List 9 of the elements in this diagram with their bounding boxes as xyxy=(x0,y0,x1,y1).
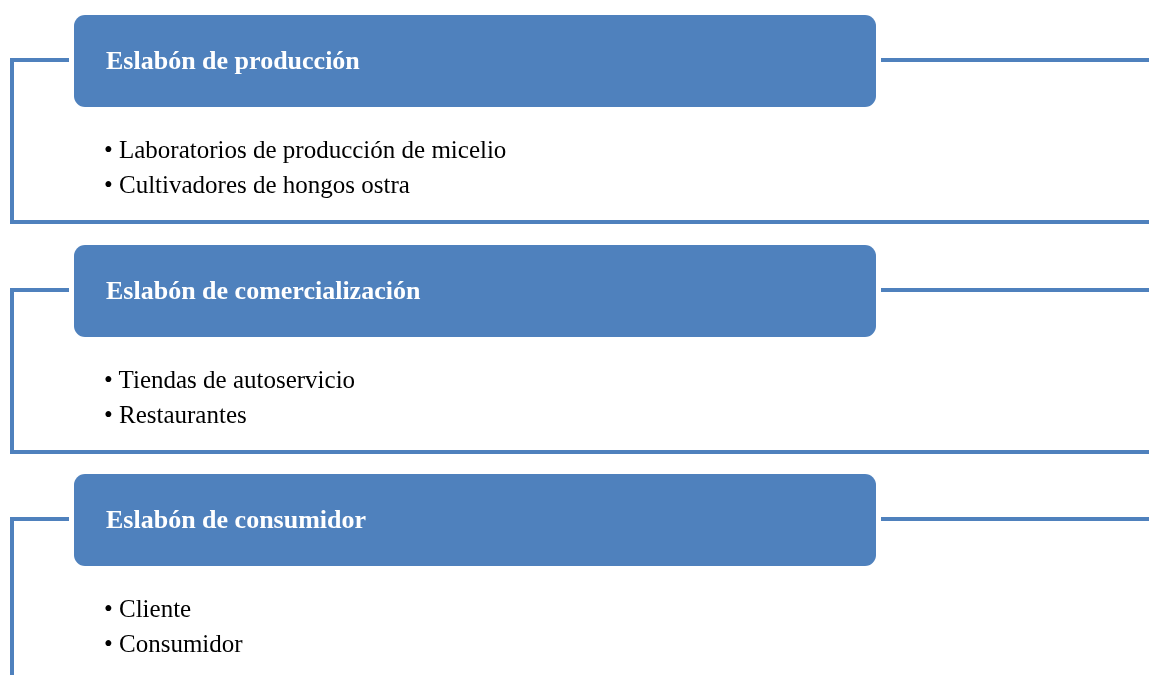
list-item: • Restaurantes xyxy=(104,400,248,430)
header-text: Eslabón de consumidor xyxy=(106,505,367,535)
header-text: Eslabón de comercialización xyxy=(106,276,421,306)
list-item: • Cultivadores de hongos ostra xyxy=(104,170,411,200)
list-item: • Tiendas de autoservicio xyxy=(104,365,356,395)
list-item: • Laboratorios de producción de micelio xyxy=(104,135,507,165)
list-item: • Consumidor xyxy=(104,629,243,659)
list-item: • Cliente xyxy=(104,594,193,624)
header-text: Eslabón de producción xyxy=(106,46,360,76)
